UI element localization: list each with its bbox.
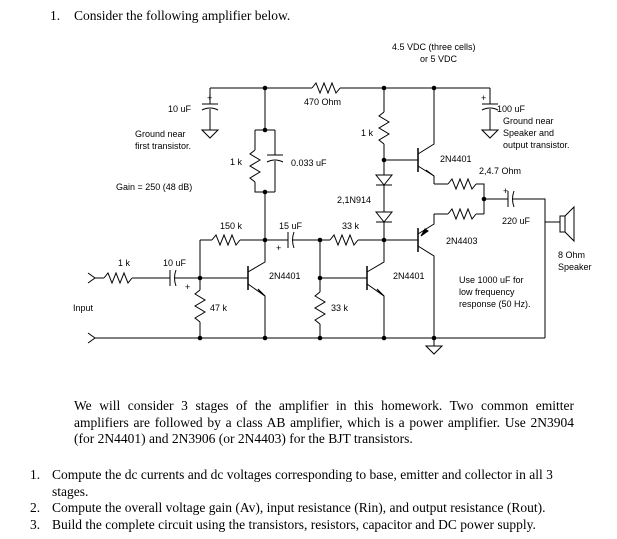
label-speaker-1: 8 Ohm — [558, 250, 585, 260]
task-number: 2. — [30, 500, 41, 515]
label-q-top: 2N4401 — [440, 154, 472, 164]
label-4-7-ohm: 2,4.7 Ohm — [479, 166, 521, 176]
ground-symbol-left — [200, 129, 220, 139]
label-10uf-input: 10 uF — [163, 258, 187, 268]
ground-symbol-bottom — [424, 345, 444, 355]
label-1k-mid: 1 k — [230, 157, 243, 167]
label-220uf: 220 uF — [502, 216, 531, 226]
resistor-47k — [194, 289, 206, 323]
q2-emitter-arrow — [376, 288, 385, 297]
label-33k-bottom: 33 k — [331, 303, 349, 313]
supply-label-2: or 5 VDC — [420, 54, 458, 64]
label-diode: 2,1N914 — [337, 195, 371, 205]
label-ground-first-2: first transistor. — [135, 141, 191, 151]
label-47k: 47 k — [210, 303, 228, 313]
label-note-2: low frequency — [459, 287, 515, 297]
plus-right: + — [481, 93, 486, 103]
q4-emitter-arrow — [420, 228, 429, 237]
plus-220: + — [503, 186, 508, 196]
label-33k-top: 33 k — [342, 221, 360, 231]
label-ground-out-1: Ground near — [503, 116, 554, 126]
label-speaker-2: Speaker — [558, 262, 592, 272]
task-list: 1. Compute the dc currents and dc voltage… — [30, 467, 590, 533]
description-paragraph: We will consider 3 stages of the amplifi… — [74, 398, 574, 446]
task-number: 1. — [30, 467, 41, 482]
label-10uf-left: 10 uF — [168, 104, 192, 114]
plus-input: + — [185, 282, 190, 292]
resistor-33k-bottom — [314, 291, 326, 325]
label-470-ohm: 470 Ohm — [304, 97, 341, 107]
resistor-470 — [311, 81, 341, 95]
task-text: Build the complete circuit using the tra… — [52, 516, 536, 532]
resistor-33k-top — [329, 233, 359, 247]
label-input: Input — [73, 303, 94, 313]
resistor-1k-top — [378, 111, 390, 145]
label-ground-out-3: output transistor. — [503, 140, 570, 150]
label-gain: Gain = 250 (48 dB) — [116, 182, 192, 192]
resistor-4.7-upper — [447, 177, 477, 191]
plus-left: + — [207, 93, 212, 103]
question-text: Consider the following amplifier below. — [74, 8, 291, 23]
label-150k: 150 k — [220, 221, 243, 231]
resistor-1k-input — [103, 271, 133, 285]
ground-symbol-right — [480, 129, 500, 139]
speaker-symbol — [559, 215, 566, 233]
resistor-4.7-lower — [447, 207, 477, 221]
label-15uf: 15 uF — [279, 221, 303, 231]
label-1k-top: 1 k — [361, 128, 374, 138]
resistor-1k-mid — [249, 149, 261, 183]
label-note-3: response (50 Hz). — [459, 299, 531, 309]
supply-label-1: 4.5 VDC (three cells) — [392, 42, 476, 52]
task-item: 2. Compute the overall voltage gain (Av),… — [30, 500, 590, 517]
label-note-1: Use 1000 uF for — [459, 275, 524, 285]
q1-emitter-arrow — [257, 288, 266, 297]
resistor-150k — [211, 233, 241, 247]
label-q-bottom-out: 2N4403 — [446, 236, 478, 246]
label-q1: 2N4401 — [269, 271, 301, 281]
task-number: 3. — [30, 516, 41, 532]
label-1k-input: 1 k — [118, 258, 131, 268]
plus-15: + — [276, 243, 281, 253]
question-number: 1. — [50, 8, 61, 23]
label-100uf: 100 uF — [497, 104, 526, 114]
label-q2: 2N4401 — [393, 271, 425, 281]
task-text: Compute the overall voltage gain (Av), i… — [52, 500, 546, 515]
task-text: Compute the dc currents and dc voltages … — [52, 467, 553, 499]
task-item: 3. Build the complete circuit using the t… — [30, 517, 590, 534]
diode-1 — [374, 174, 394, 186]
label-ground-first-1: Ground near — [135, 129, 186, 139]
label-ground-out-2: Speaker and — [503, 128, 554, 138]
label-0033uf: 0.033 uF — [291, 158, 327, 168]
amplifier-schematic: 4.5 VDC (three cells) or 5 VDC 470 Ohm 1… — [73, 42, 592, 355]
diode-2 — [374, 211, 394, 223]
q3-emitter-arrow — [425, 169, 435, 177]
task-item: 1. Compute the dc currents and dc voltage… — [30, 467, 590, 500]
